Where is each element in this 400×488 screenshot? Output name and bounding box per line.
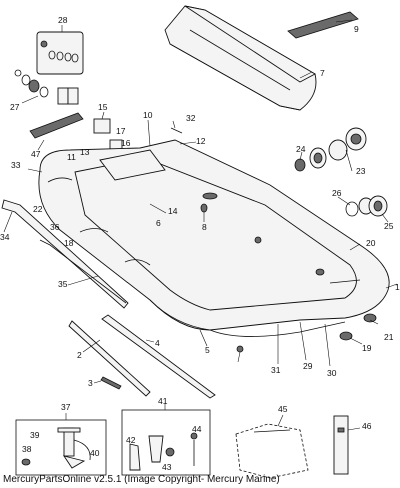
callout-32: 32: [186, 113, 196, 123]
part-34-35-oars: [1, 199, 129, 309]
callout-11: 11: [67, 152, 76, 162]
callout-33: 33: [11, 160, 21, 170]
callout-24: 24: [296, 144, 306, 154]
callout-42: 42: [126, 435, 136, 445]
callout-40: 40: [90, 448, 100, 458]
part-45-floorboard: [235, 423, 309, 479]
callout-17: 17: [116, 126, 126, 136]
callout-18: 18: [64, 238, 74, 248]
callout-44: 44: [192, 424, 202, 434]
callout-13: 13: [80, 147, 90, 157]
callout-37: 37: [61, 402, 71, 412]
callout-2: 2: [77, 350, 82, 360]
copyright-footer: MercuryPartsOnline v2.5.1 (Image Copyrig…: [3, 474, 280, 485]
callout-38: 38: [22, 444, 32, 454]
callout-20: 20: [366, 238, 376, 248]
part-28-oring-kit: [36, 31, 84, 75]
callout-7: 7: [320, 68, 325, 78]
callout-4: 4: [155, 338, 160, 348]
callout-3: 3: [88, 378, 93, 388]
part-26-25-valve: [345, 195, 388, 217]
callout-36: 36: [50, 222, 60, 232]
callout-39: 39: [30, 430, 40, 440]
callout-22: 22: [33, 204, 43, 214]
callout-34: 34: [0, 232, 10, 242]
callout-43: 43: [162, 462, 172, 472]
callout-19: 19: [362, 343, 372, 353]
part-24-23-valve: [294, 127, 367, 172]
callout-47: 47: [31, 149, 41, 159]
kit-37-pump: [15, 419, 107, 476]
part-27-valve-set: [14, 69, 79, 105]
part-46-box: [333, 415, 349, 475]
callout-9: 9: [354, 24, 359, 34]
callout-16: 16: [121, 138, 131, 148]
callout-27: 27: [10, 102, 20, 112]
leader-lines: [3, 19, 398, 431]
callout-6: 6: [156, 218, 161, 228]
part-32-clip: [170, 127, 183, 134]
callout-45: 45: [278, 404, 288, 414]
part-7-seat: [164, 5, 317, 111]
callout-5: 5: [205, 345, 210, 355]
callout-labels: 28 9 7 27 47 15 32 17 16 13 10 12 11 33 …: [0, 15, 400, 472]
callout-8: 8: [202, 222, 207, 232]
callout-25: 25: [384, 221, 394, 231]
callout-26: 26: [332, 188, 342, 198]
part-15-patch: [93, 118, 111, 134]
callout-30: 30: [327, 368, 337, 378]
callout-31: 31: [271, 365, 281, 375]
part-9-decal: [287, 11, 359, 39]
callout-15: 15: [98, 102, 108, 112]
part-1-boat-hull: [38, 139, 390, 353]
callout-29: 29: [303, 361, 313, 371]
callout-14: 14: [168, 206, 178, 216]
callout-46: 46: [362, 421, 372, 431]
callout-23: 23: [356, 166, 366, 176]
callout-12: 12: [196, 136, 206, 146]
kit-41-repair: [121, 409, 211, 476]
callout-28: 28: [58, 15, 68, 25]
part-47-strip: [29, 112, 84, 139]
part-2-4-strips: [68, 314, 216, 399]
part-3-plate: [100, 376, 122, 390]
callout-1: 1: [395, 282, 400, 292]
callout-10: 10: [143, 110, 153, 120]
callout-41: 41: [158, 396, 168, 406]
callout-21: 21: [384, 332, 394, 342]
callout-35: 35: [58, 279, 68, 289]
